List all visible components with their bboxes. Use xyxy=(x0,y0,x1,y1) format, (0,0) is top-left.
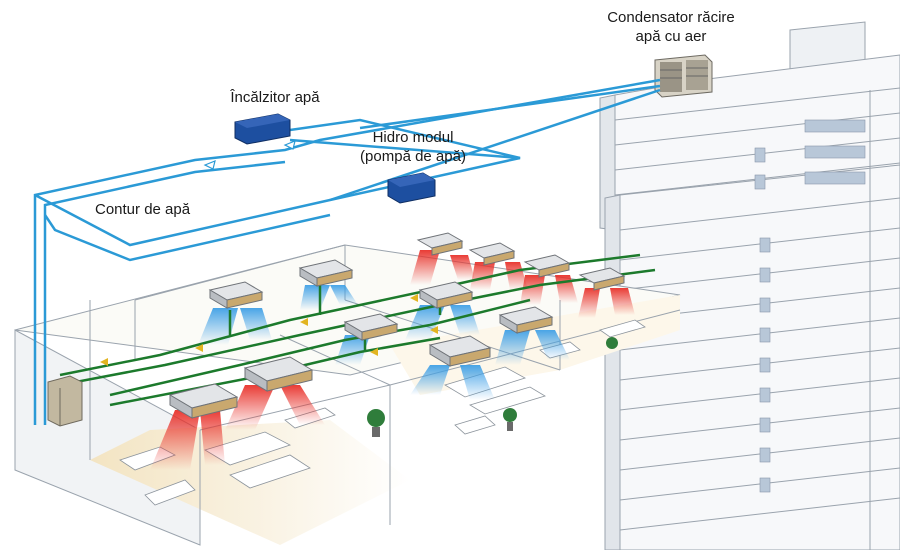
water-loop-label: Contur de apă xyxy=(95,201,191,218)
condenser-label-line1: Condensator răcire xyxy=(607,9,735,26)
indoor-unit xyxy=(243,356,314,392)
loop-flow-arrows xyxy=(203,140,296,170)
indoor-unit xyxy=(498,306,554,334)
tower-windows xyxy=(754,119,866,493)
water-heater-label: Încălzitor apă xyxy=(230,89,320,106)
boiler-cabinet xyxy=(47,375,83,427)
hydro-module-label-line1: Hidro modul xyxy=(372,129,454,146)
indoor-unit xyxy=(578,267,626,291)
condenser-unit xyxy=(654,54,713,98)
indoor-unit xyxy=(418,281,474,309)
plant-decor xyxy=(367,337,618,437)
indoor-unit xyxy=(343,313,399,341)
hydro-module-label-line2: (pompă de apă) xyxy=(360,148,466,165)
hydro-module-unit xyxy=(387,172,436,204)
office-tower xyxy=(599,21,900,550)
indoor-unit xyxy=(468,242,516,266)
condenser-label-line2: apă cu aer xyxy=(635,28,707,45)
indoor-units xyxy=(168,232,626,419)
indoor-unit xyxy=(208,281,264,309)
indoor-unit xyxy=(428,335,492,367)
indoor-unit xyxy=(416,232,464,256)
warm-air-flows xyxy=(150,250,635,470)
water-heater-unit xyxy=(234,113,291,145)
condenser-label: Condensator răcire apă cu aer xyxy=(596,8,746,46)
indoor-unit xyxy=(523,254,571,278)
indoor-unit xyxy=(298,259,354,287)
hydro-module-label: Hidro modul (pompă de apă) xyxy=(338,128,488,166)
indoor-unit xyxy=(168,383,239,419)
